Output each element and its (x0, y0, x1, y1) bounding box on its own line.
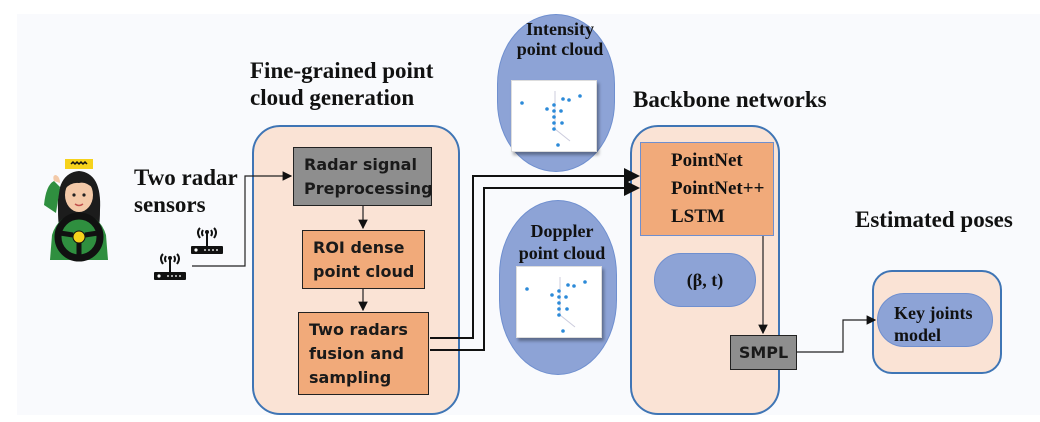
network-item: LSTM (671, 206, 725, 227)
label-line: point cloud (516, 39, 604, 59)
backbone-title: Backbone networks (633, 87, 827, 112)
scatter-point (552, 127, 556, 131)
scatter-point (557, 289, 561, 293)
radar-icon (154, 253, 186, 280)
scatter-point (583, 280, 587, 284)
scatter-point (561, 97, 565, 101)
intensity-scatter (511, 80, 597, 152)
scatter-point (525, 287, 529, 291)
scatter-point (557, 313, 561, 317)
arrow-fusion-to-backbone-1 (430, 168, 640, 339)
scatter-point (557, 295, 561, 299)
scatter-point (557, 307, 561, 311)
doppler-title: Doppler point cloud (512, 220, 612, 264)
scatter-point (552, 115, 556, 119)
scatter-point (565, 307, 569, 311)
label-line: Two radar (134, 165, 238, 190)
scatter-point (560, 121, 564, 125)
label-line: cloud generation (250, 85, 415, 110)
smpl-box[interactable]: SMPL (730, 335, 797, 370)
radar-sensors-label: Two radar sensors (134, 164, 238, 218)
scatter-point (520, 101, 524, 105)
scatter-point (556, 143, 560, 147)
arrow-radar-to-preprocessing (192, 171, 293, 267)
scatter-point (564, 295, 568, 299)
params-label: (β, t) (686, 269, 724, 290)
scatter-point (545, 107, 549, 111)
label-line: Key joints (894, 303, 973, 323)
radar-icon (191, 227, 223, 254)
box-text: Radar signal (304, 154, 417, 174)
label-line: Doppler (530, 221, 594, 241)
box-text: Preprocessing (304, 178, 433, 198)
scatter-point (550, 293, 554, 297)
scatter-point (552, 103, 556, 107)
arrow-smpl-to-pose (797, 315, 877, 353)
box-text: ROI dense (313, 237, 405, 257)
arrow-fusion-to-backbone-2 (430, 180, 640, 351)
key-joints-bubble[interactable]: Key joints model (877, 293, 993, 347)
network-item: PointNet++ (671, 178, 765, 199)
scatter-point (567, 98, 571, 102)
intensity-title: Intensity point cloud (510, 19, 610, 59)
box-text: fusion and (309, 343, 404, 363)
scatter-point (561, 329, 565, 333)
label-line: point cloud (518, 243, 606, 263)
estimated-poses-title: Estimated poses (855, 207, 1013, 232)
scatter-point (552, 121, 556, 125)
box-text: SMPL (738, 342, 789, 362)
networks-box[interactable]: PointNet PointNet++ LSTM (640, 142, 774, 236)
label-line: sensors (134, 192, 206, 217)
driver-icon (44, 159, 108, 262)
box-text: Two radars (309, 319, 408, 339)
label-line: model (894, 325, 941, 345)
scatter-point (557, 301, 561, 305)
scatter-point (572, 284, 576, 288)
roi-box[interactable]: ROI dense point cloud (302, 230, 425, 289)
scatter-plot (525, 277, 587, 333)
scatter-point (566, 283, 570, 287)
label-line: Fine-grained point (250, 58, 434, 83)
doppler-scatter (516, 266, 602, 338)
box-text: point cloud (313, 261, 415, 281)
scatter-point (559, 109, 563, 113)
params-bubble: (β, t) (654, 253, 756, 307)
preprocessing-box[interactable]: Radar signal Preprocessing (293, 147, 433, 206)
network-item: PointNet (671, 150, 743, 171)
scatter-point (578, 94, 582, 98)
scatter-plot (520, 91, 582, 147)
scatter-point (552, 109, 556, 113)
pc-generation-title: Fine-grained point cloud generation (250, 57, 433, 111)
label-line: Intensity (525, 19, 594, 39)
fusion-box[interactable]: Two radars fusion and sampling (298, 312, 429, 395)
box-text: sampling (309, 367, 392, 387)
